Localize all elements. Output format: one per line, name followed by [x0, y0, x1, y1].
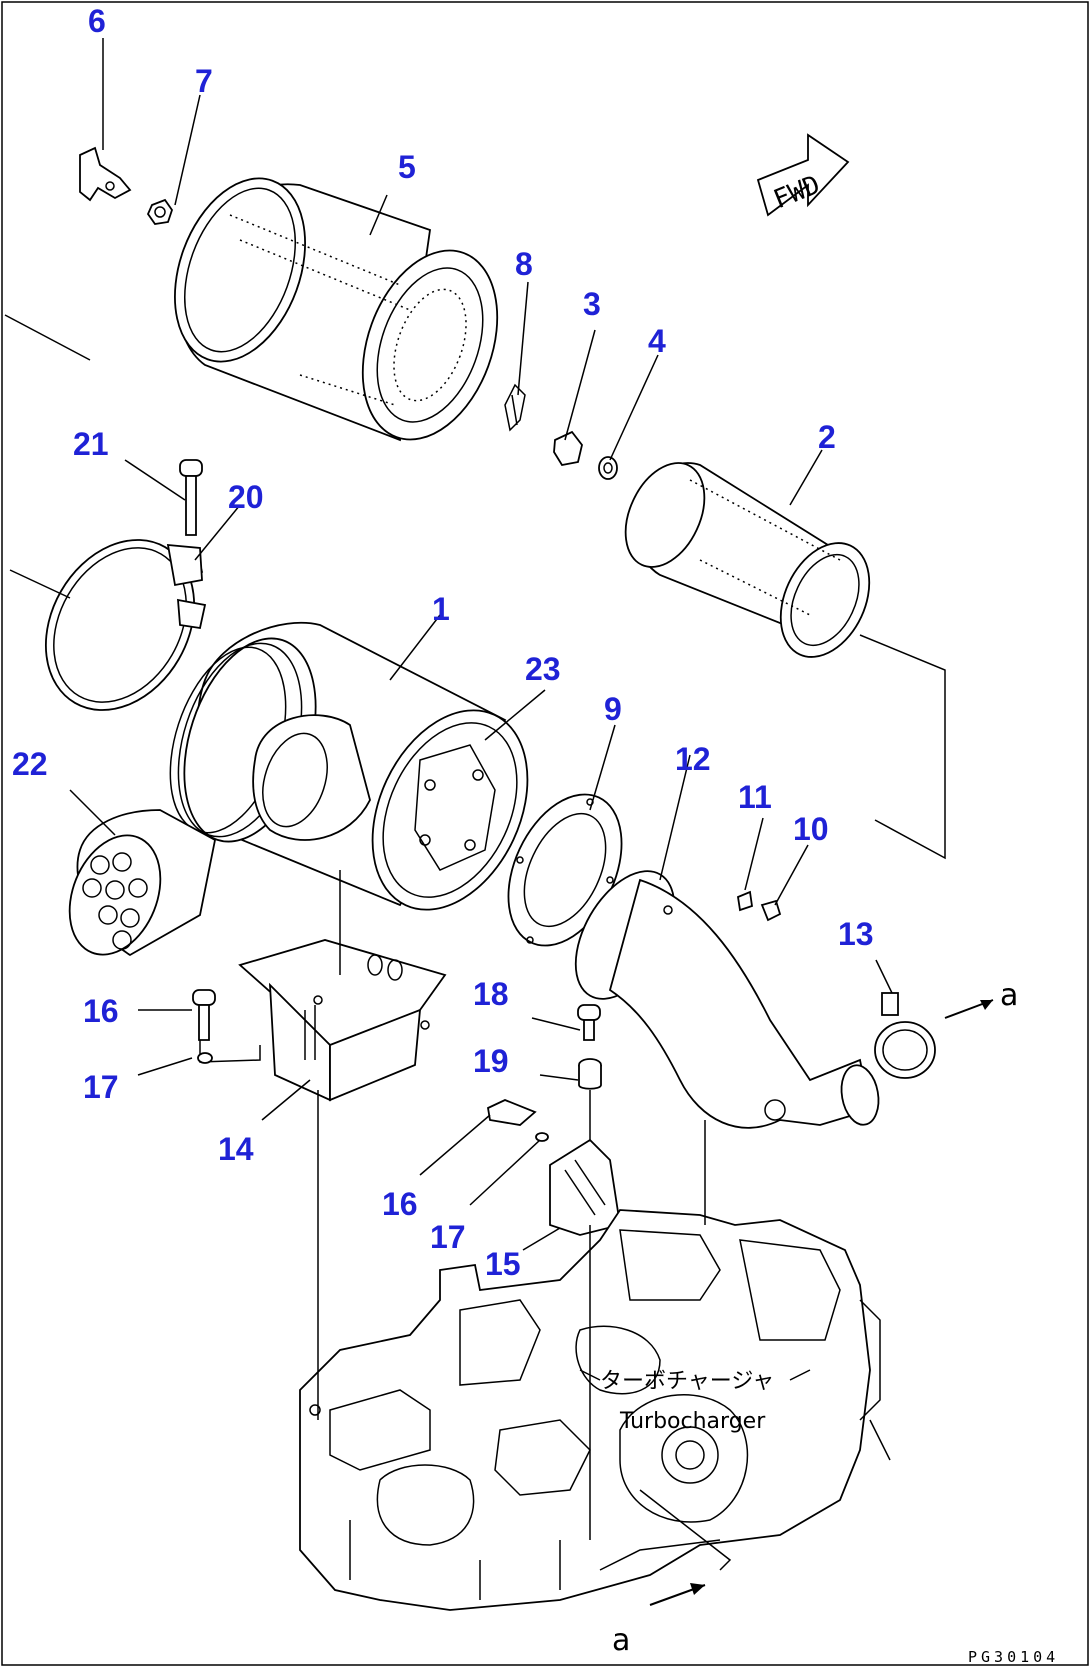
callout-22: 22 [12, 746, 48, 782]
callout-18: 18 [473, 976, 509, 1012]
callout-11: 11 [738, 779, 772, 815]
callout-7: 7 [195, 63, 213, 99]
part-6-bracket [79, 146, 132, 202]
part-15-bracket [549, 1138, 622, 1236]
part-19-spacer [578, 1058, 602, 1090]
callout-2: 2 [818, 419, 836, 455]
callout-8: 8 [515, 246, 533, 282]
fwd-arrow: FWD [756, 133, 850, 217]
part-17-washer-center [535, 1132, 549, 1142]
turbocharger-label-en: Turbocharger [619, 1409, 766, 1434]
part-14-bracket [238, 939, 447, 1102]
callout-17-left: 17 [83, 1069, 119, 1105]
part-5-outer-element [174, 177, 499, 442]
callout-3: 3 [583, 286, 601, 322]
callout-10: 10 [793, 811, 829, 847]
callout-20: 20 [228, 479, 264, 515]
leader-line-clamp [9, 569, 71, 599]
callout-6: 6 [88, 3, 106, 39]
part-8-clip [504, 383, 526, 432]
turbocharger-label-jp: ターボチャージャ [600, 1369, 774, 1394]
callout-4: 4 [648, 323, 666, 359]
part-16-bolt-center [487, 1099, 537, 1126]
part-2-inner-element [624, 462, 871, 658]
leader-line-top-left [4, 314, 91, 361]
callout-21: 21 [73, 426, 109, 462]
leader-line-14 [199, 1040, 261, 1063]
part-11-washer [737, 890, 753, 912]
part-18-bolt [577, 1004, 601, 1041]
callout-16-left: 16 [83, 993, 119, 1029]
callout-12: 12 [675, 741, 711, 777]
arrow-a-lower-label: a [612, 1623, 630, 1658]
part-21-bolt [179, 459, 203, 536]
turbo-outlet-line [639, 1489, 732, 1571]
arrow-a-lower: a [612, 1583, 706, 1658]
callout-15: 15 [485, 1246, 521, 1282]
part-7-nut [146, 198, 173, 225]
turbocharger-label: ターボチャージャ Turbocharger [600, 1369, 774, 1434]
band-clamp [44, 539, 207, 711]
arrow-a-upper: a [944, 978, 1018, 1019]
part-9-gasket [507, 793, 623, 947]
part-3-wing-nut [553, 430, 583, 466]
leader-lines [69, 38, 893, 1251]
part-13-hose-clamp [874, 992, 936, 1079]
part-12-elbow [574, 870, 880, 1129]
leader-line-right [859, 634, 946, 860]
part-16-bolt-left [192, 989, 216, 1041]
engine-block [299, 1209, 891, 1611]
arrow-a-upper-label: a [1000, 978, 1018, 1013]
callout-1: 1 [432, 591, 450, 627]
callout-14: 14 [218, 1131, 254, 1167]
callout-13: 13 [838, 916, 874, 952]
drawing-code: PG30104 [968, 1648, 1059, 1666]
callout-9: 9 [604, 691, 622, 727]
part-22-safety-element [68, 809, 217, 957]
part-23-cover [371, 709, 529, 911]
part-10-nut [760, 899, 782, 922]
part-4-washer [598, 456, 618, 480]
part-17-washer-left [197, 1052, 213, 1064]
callout-labels: 6 7 5 8 3 4 2 21 20 1 23 9 12 11 10 22 1… [12, 3, 874, 1282]
turbo-label-leaders [579, 1369, 811, 1381]
callout-5: 5 [398, 149, 416, 185]
callout-19: 19 [473, 1043, 509, 1079]
callout-23: 23 [525, 651, 561, 687]
callout-17-center: 17 [430, 1219, 466, 1255]
callout-16-center: 16 [382, 1186, 418, 1222]
